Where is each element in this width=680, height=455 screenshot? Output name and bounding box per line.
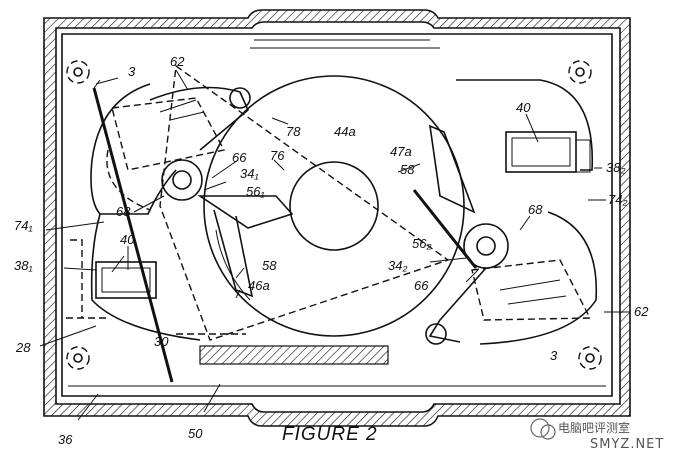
label-74-1: 74₁ [14,218,33,233]
cover-outline [66,64,478,383]
label-30: 30 [154,334,169,349]
connectors [95,131,591,299]
label-44a: 44a [334,124,356,139]
label-58-bottom: 58 [262,258,277,273]
label-62-top: 62 [170,54,185,69]
label-66-top: 66 [232,150,247,165]
label-3-top: 3 [128,64,136,79]
label-62-bottom: 62 [634,304,649,319]
label-34-2: 34₂ [388,258,407,273]
disc [203,75,465,337]
label-3-bottom: 3 [550,348,558,363]
label-46a: 46a [248,278,270,293]
label-36: 36 [58,432,73,447]
leader-lines [39,69,630,421]
reference-labels: 3 62 78 44a 76 47a 58 66 34₁ 56₁ 40 38₂ … [14,54,649,447]
right-actuator [425,79,598,345]
label-40-right: 40 [516,100,531,115]
watermark-url: SMYZ.NET [590,437,664,452]
label-74-2: 74₂ [608,192,627,207]
label-47a: 47a [390,144,412,159]
label-34-1: 34₁ [240,166,259,181]
label-40-left: 40 [120,232,135,247]
label-38-2: 38₂ [606,160,625,175]
label-50: 50 [188,426,203,441]
label-38-1: 38₁ [14,258,33,273]
label-58-top: 58 [400,162,415,177]
mounting-holes [66,60,602,370]
label-28: 28 [15,340,31,355]
watermark-text: 电脑吧评测室 [558,420,630,435]
figure-caption: FIGURE 2 [282,424,378,445]
housing-frame [43,9,631,427]
label-66-bottom: 66 [414,278,429,293]
label-78: 78 [286,124,301,139]
label-68-left: 68 [116,204,131,219]
label-76: 76 [270,148,285,163]
label-56-2: 56₂ [412,236,431,251]
label-68-right: 68 [528,202,543,217]
base-plate [61,33,613,397]
watermark: 电脑吧评测室 SMYZ.NET [530,418,664,452]
label-56-1: 56₁ [246,184,265,199]
